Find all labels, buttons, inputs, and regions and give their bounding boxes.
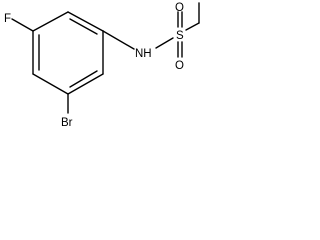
sulfur-ethyl-bond bbox=[185, 22, 200, 31]
ring-bond-3 bbox=[67, 73, 104, 95]
molecule-drawing: F Br NH S O O bbox=[4, 2, 200, 129]
structure-diagram: F Br NH S O O bbox=[0, 0, 218, 136]
oxygen-top-label: O bbox=[175, 2, 184, 14]
nitrogen-bond bbox=[102, 30, 135, 50]
atom-labels: F Br NH S O O bbox=[4, 2, 184, 129]
ring-double-bond-2 bbox=[69, 70, 98, 88]
bonds bbox=[11, 2, 200, 114]
ring-double-bond-1 bbox=[69, 18, 98, 35]
fluorine-label: F bbox=[4, 13, 11, 25]
oxygen-bottom-label: O bbox=[175, 60, 184, 72]
nitrogen-label: NH bbox=[135, 48, 152, 60]
bromine-label: Br bbox=[61, 117, 73, 129]
ring-bond-4 bbox=[32, 73, 69, 95]
ring-bond-1 bbox=[67, 11, 104, 32]
ring-bond-6 bbox=[32, 11, 69, 32]
sulfur-label: S bbox=[176, 30, 184, 42]
fluorine-bond bbox=[11, 18, 34, 32]
sulfur-nitrogen-bond bbox=[155, 37, 174, 49]
